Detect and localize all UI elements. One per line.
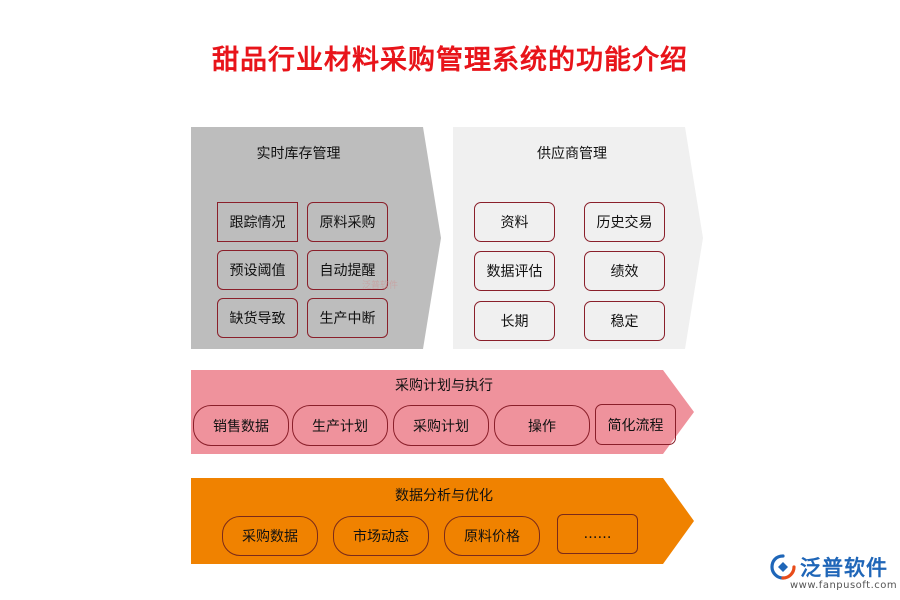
analysis-item-market-trends: 市场动态 xyxy=(333,516,429,556)
inventory-panel: 实时库存管理 跟踪情况 原料采购 预设阈值 自动提醒 缺货导致 生产中断 xyxy=(191,127,441,349)
analysis-panel: 数据分析与优化 采购数据 市场动态 原料价格 …… xyxy=(191,478,694,564)
supplier-item-profile: 资料 xyxy=(474,202,555,242)
inventory-item-production-halt: 生产中断 xyxy=(307,298,388,338)
planning-item-operation: 操作 xyxy=(494,405,590,446)
supplier-item-stable: 稳定 xyxy=(584,301,665,341)
watermark-text: 泛普软件 xyxy=(362,281,399,291)
page-title: 甜品行业材料采购管理系统的功能介绍 xyxy=(212,45,688,76)
planning-panel-title: 采购计划与执行 xyxy=(395,378,493,394)
supplier-item-long-term: 长期 xyxy=(474,301,555,341)
inventory-item-shortage: 缺货导致 xyxy=(217,298,298,338)
fanpu-logo-icon xyxy=(770,554,796,580)
analysis-item-more: …… xyxy=(557,514,638,554)
analysis-item-material-price: 原料价格 xyxy=(444,516,540,556)
logo-name: 泛普软件 xyxy=(800,556,888,580)
inventory-item-preset-threshold: 预设阈值 xyxy=(217,250,298,290)
supplier-item-performance: 绩效 xyxy=(584,251,665,291)
brand-logo: 泛普软件 xyxy=(770,552,888,582)
planning-item-purchase-plan: 采购计划 xyxy=(393,405,489,446)
supplier-item-evaluation: 数据评估 xyxy=(474,251,555,291)
analysis-panel-title: 数据分析与优化 xyxy=(395,488,493,504)
planning-item-sales-data: 销售数据 xyxy=(193,405,289,446)
inventory-item-tracking: 跟踪情况 xyxy=(217,202,298,242)
supplier-item-history: 历史交易 xyxy=(584,202,665,242)
inventory-item-material-purchase: 原料采购 xyxy=(307,202,388,242)
supplier-panel-bg xyxy=(453,127,703,349)
planning-item-simplify-process: 简化流程 xyxy=(595,404,676,445)
inventory-item-auto-reminder: 自动提醒 xyxy=(307,250,388,290)
planning-panel-bg xyxy=(191,370,694,454)
supplier-panel: 供应商管理 资料 历史交易 数据评估 绩效 长期 稳定 xyxy=(453,127,703,349)
analysis-item-purchase-data: 采购数据 xyxy=(222,516,318,556)
planning-item-production-plan: 生产计划 xyxy=(292,405,388,446)
inventory-panel-bg xyxy=(191,127,441,349)
inventory-panel-title: 实时库存管理 xyxy=(256,146,341,162)
planning-panel: 采购计划与执行 销售数据 生产计划 采购计划 操作 简化流程 xyxy=(191,370,694,454)
logo-url: www.fanpusoft.com xyxy=(790,580,898,591)
supplier-panel-title: 供应商管理 xyxy=(537,146,607,162)
